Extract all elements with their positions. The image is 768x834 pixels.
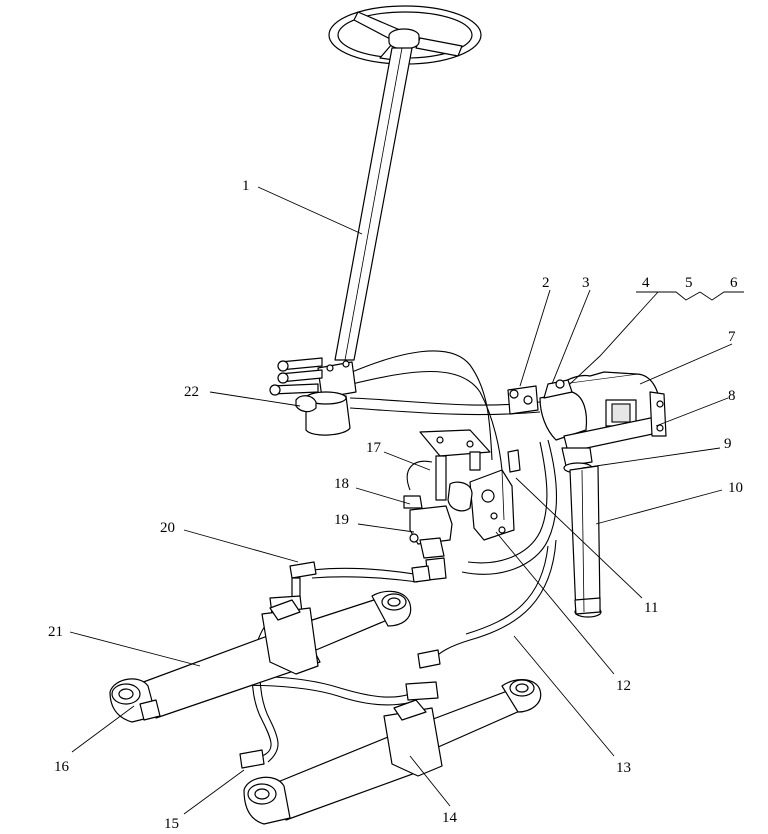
callout-11: 11 xyxy=(644,600,658,616)
callout-22: 22 xyxy=(184,384,199,400)
pump-assembly xyxy=(507,371,667,474)
callout-16: 16 xyxy=(54,759,70,775)
callout-6: 6 xyxy=(730,275,738,291)
steering-cylinder-lower xyxy=(243,679,542,825)
callout-7: 7 xyxy=(728,329,736,345)
steering-wheel xyxy=(328,5,482,65)
leader-lines xyxy=(69,186,744,815)
callout-13: 13 xyxy=(616,760,631,776)
callout-1: 1 xyxy=(242,178,250,194)
steering-control-unit xyxy=(269,357,357,436)
callout-3: 3 xyxy=(582,275,590,291)
steering-cylinder-upper xyxy=(109,590,412,723)
callout-18: 18 xyxy=(334,476,349,492)
callout-14: 14 xyxy=(442,810,458,826)
callout-4: 4 xyxy=(642,275,650,291)
callout-9: 9 xyxy=(724,436,732,452)
callout-17: 17 xyxy=(366,440,382,456)
priority-valve xyxy=(403,429,521,583)
steering-column xyxy=(334,47,413,361)
callout-8: 8 xyxy=(728,388,736,404)
callout-2: 2 xyxy=(542,275,550,291)
callout-12: 12 xyxy=(616,678,631,694)
callout-5: 5 xyxy=(685,275,693,291)
suction-filter-tube xyxy=(569,465,602,618)
callout-21: 21 xyxy=(48,624,63,640)
callout-10: 10 xyxy=(728,480,743,496)
callout-20: 20 xyxy=(160,520,175,536)
callout-labels: 1 2 3 4 5 6 7 8 9 10 11 12 13 14 15 16 1… xyxy=(48,178,743,832)
callout-19: 19 xyxy=(334,512,349,528)
callout-15: 15 xyxy=(164,816,179,832)
